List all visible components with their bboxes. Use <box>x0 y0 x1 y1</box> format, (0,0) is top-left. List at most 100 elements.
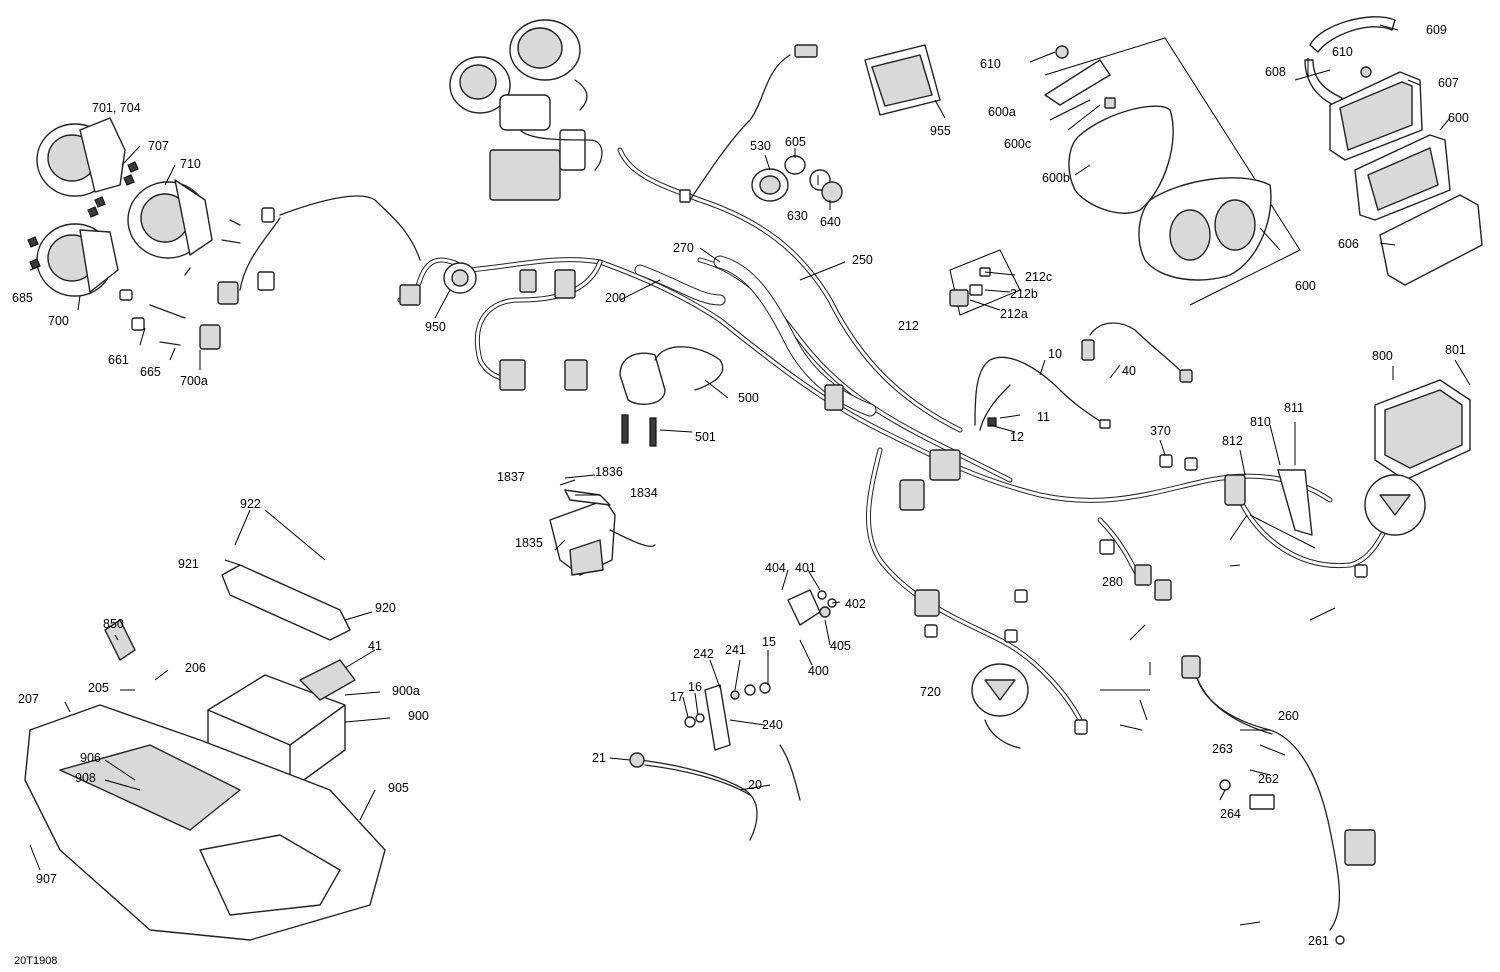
callout-label: 241 <box>725 643 746 657</box>
callout-label: 404 <box>765 561 786 575</box>
callout-label: 20 <box>748 778 762 792</box>
driving-light-assembly[interactable] <box>27 117 421 350</box>
callout-label: 17 <box>670 690 684 704</box>
leader-lines <box>29 24 1471 926</box>
callout-label: 610 <box>1332 45 1353 59</box>
callout-label: 263 <box>1212 742 1233 756</box>
callout-label: 242 <box>693 647 714 661</box>
callout-label: 240 <box>762 718 783 732</box>
battery-and-tray[interactable] <box>24 564 386 941</box>
accelerator-pedal[interactable] <box>549 489 656 576</box>
callout-label: 280 <box>1102 575 1123 589</box>
callout-label: 922 <box>240 497 261 511</box>
callout-label: 600c <box>1004 137 1031 151</box>
callout-label: 11 <box>1037 410 1050 424</box>
power-outlet-components[interactable] <box>679 44 843 203</box>
callout-label: 250 <box>852 253 873 267</box>
callout-label: 707 <box>148 139 169 153</box>
callout-label: 370 <box>1150 424 1171 438</box>
gps-unit[interactable] <box>864 44 941 116</box>
callout-label: 608 <box>1265 65 1286 79</box>
callout-label: 262 <box>1258 772 1279 786</box>
callout-label: 21 <box>592 751 606 765</box>
callout-label: 920 <box>375 601 396 615</box>
callout-label: 405 <box>830 639 851 653</box>
callout-labels: 701, 704 707 710 685 700 661 665 700a 95… <box>12 23 1469 948</box>
callout-label: 710 <box>180 157 201 171</box>
callout-label: 402 <box>845 597 866 611</box>
main-wiring-harness[interactable] <box>397 129 1393 735</box>
callout-label: 200 <box>605 291 626 305</box>
callout-label: 260 <box>1278 709 1299 723</box>
callout-label: 640 <box>820 215 841 229</box>
callout-label: 900 <box>408 709 429 723</box>
callout-label: 1837 <box>497 470 525 484</box>
callout-label: 600a <box>988 105 1016 119</box>
callout-label: 908 <box>75 771 96 785</box>
callout-label: 811 <box>1284 401 1304 415</box>
drawing-reference: 20T1908 <box>14 955 57 967</box>
callout-label: 270 <box>673 241 694 255</box>
callout-label: 661 <box>108 353 129 367</box>
starter-solenoid[interactable] <box>787 589 837 626</box>
callout-label: 700a <box>180 374 208 388</box>
callout-label: 907 <box>36 872 57 886</box>
callout-label: 810 <box>1250 415 1271 429</box>
callout-label: 530 <box>750 139 771 153</box>
callout-label: 605 <box>785 135 806 149</box>
callout-label: 900a <box>392 684 420 698</box>
callout-label: 206 <box>185 661 206 675</box>
gauge-cluster-group[interactable] <box>1044 37 1301 306</box>
callout-label: 212c <box>1025 270 1052 284</box>
battery-cables[interactable] <box>974 322 1193 431</box>
callout-label: 610 <box>980 57 1001 71</box>
callout-label: 1835 <box>515 536 543 550</box>
callout-label: 40 <box>1122 364 1136 378</box>
callout-label: 700 <box>48 314 69 328</box>
callout-label: 401 <box>795 561 816 575</box>
callout-label: 720 <box>920 685 941 699</box>
callout-label: 801 <box>1445 343 1466 357</box>
callout-label: 850 <box>103 617 124 631</box>
callout-label: 812 <box>1222 434 1243 448</box>
callout-label: 600 <box>1448 111 1469 125</box>
fog-light-720[interactable] <box>971 663 1029 749</box>
callout-label: 921 <box>178 557 199 571</box>
callout-label: 212 <box>898 319 919 333</box>
headlight-assembly-top[interactable] <box>449 19 603 171</box>
callout-label: 685 <box>12 291 33 305</box>
ground-bracket-cable[interactable] <box>629 682 801 841</box>
callout-label: 501 <box>695 430 716 444</box>
ignition-switch[interactable] <box>443 262 477 294</box>
callout-label: 205 <box>88 681 109 695</box>
callout-label: 609 <box>1426 23 1447 37</box>
callout-label: 600 <box>1295 279 1316 293</box>
callout-label: 16 <box>688 680 702 694</box>
callout-label: 955 <box>930 124 951 138</box>
callout-label: 906 <box>80 751 101 765</box>
callout-label: 12 <box>1010 430 1024 444</box>
callout-label: 264 <box>1220 807 1241 821</box>
callout-label: 950 <box>425 320 446 334</box>
callout-label: 400 <box>808 664 829 678</box>
callout-label: 261 <box>1308 934 1329 948</box>
callout-label: 1834 <box>630 486 658 500</box>
sensor-500[interactable] <box>619 346 724 447</box>
callout-label: 207 <box>18 692 39 706</box>
callout-label: 1836 <box>595 465 623 479</box>
callout-label: 665 <box>140 365 161 379</box>
callout-label: 607 <box>1438 76 1459 90</box>
callout-label: 600b <box>1042 171 1070 185</box>
electronic-module-800[interactable] <box>1277 379 1471 536</box>
display-cluster-components[interactable] <box>1304 16 1483 286</box>
callout-label: 212a <box>1000 307 1028 321</box>
callout-label: 10 <box>1048 347 1062 361</box>
callout-label: 41 <box>368 639 382 653</box>
callout-label: 15 <box>762 635 776 649</box>
callout-label: 630 <box>787 209 808 223</box>
relay-fuse-box[interactable] <box>949 249 1021 316</box>
callout-label: 212b <box>1010 287 1038 301</box>
rear-harness-260[interactable] <box>1181 655 1376 945</box>
callout-label: 701, 704 <box>92 101 141 115</box>
